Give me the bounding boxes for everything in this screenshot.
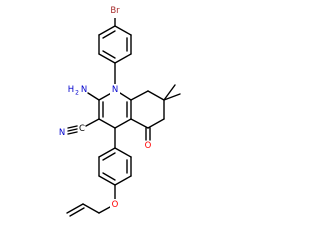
ring-nitrogen-label: N bbox=[112, 85, 118, 95]
bond bbox=[119, 92, 132, 101]
amino-hydrogen-label: H bbox=[68, 85, 74, 95]
bond-triple bbox=[67, 125, 78, 129]
bond bbox=[98, 53, 116, 64]
bond-triple bbox=[67, 131, 78, 135]
bond bbox=[98, 175, 116, 186]
bond-inner bbox=[102, 30, 116, 39]
bond-inner bbox=[102, 172, 116, 181]
bond bbox=[163, 84, 176, 101]
bond bbox=[85, 118, 100, 127]
bond bbox=[130, 90, 149, 101]
bond bbox=[98, 206, 111, 214]
amino-subscript-label: 2 bbox=[75, 90, 79, 97]
bond bbox=[147, 90, 165, 101]
bond bbox=[130, 118, 149, 129]
bond-inner bbox=[102, 50, 116, 59]
bond bbox=[87, 92, 100, 101]
bond-inner bbox=[69, 207, 85, 217]
label-bg bbox=[110, 84, 120, 96]
amino-nitrogen-label: N bbox=[81, 85, 87, 95]
bond-triple bbox=[67, 128, 78, 132]
atom-label-layer: Br N H 2 N N C O O bbox=[59, 5, 152, 211]
bond bbox=[163, 93, 181, 101]
ether-oxygen-label: O bbox=[112, 200, 119, 210]
structure-svg: Br N H 2 N N C O O bbox=[59, 5, 181, 217]
bond bbox=[98, 118, 116, 129]
label-bg bbox=[105, 5, 125, 18]
bond bbox=[114, 147, 132, 158]
nitrile-carbon-label: C bbox=[79, 124, 85, 134]
label-bg bbox=[110, 199, 120, 211]
bond bbox=[114, 53, 132, 64]
bond bbox=[114, 118, 132, 129]
bond bbox=[98, 25, 116, 36]
bond bbox=[147, 118, 165, 129]
bond-inner bbox=[102, 152, 116, 161]
keto-oxygen-label: O bbox=[145, 141, 152, 151]
bond-layer bbox=[66, 17, 181, 217]
molecule-diagram: Br N H 2 N N C O O bbox=[59, 5, 181, 217]
bromine-label: Br bbox=[110, 6, 120, 16]
nitrile-nitrogen-label: N bbox=[59, 128, 65, 138]
bond bbox=[98, 147, 116, 158]
bond bbox=[114, 175, 132, 186]
bond bbox=[114, 25, 132, 36]
bond bbox=[82, 203, 100, 214]
bond bbox=[66, 203, 84, 214]
